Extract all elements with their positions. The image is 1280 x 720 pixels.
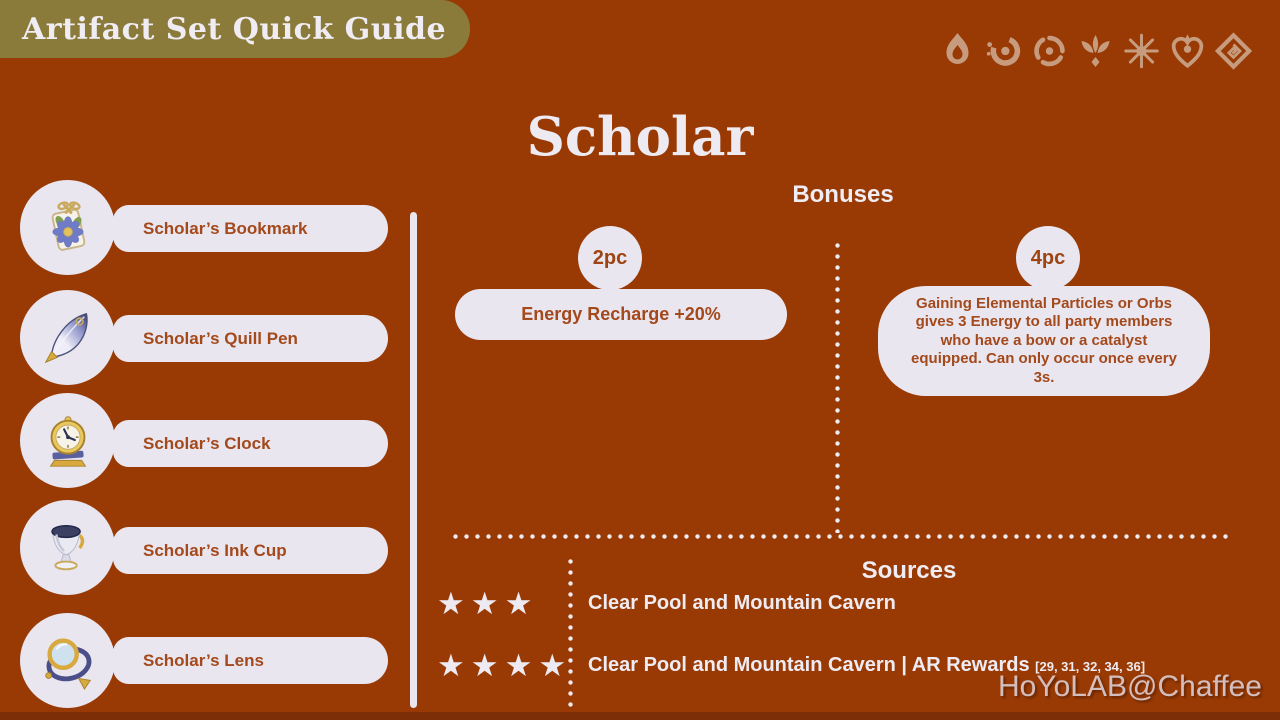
ink-cup-icon [50,524,84,570]
element-icons-row [939,30,1252,72]
artifact-icon-circle [20,180,115,275]
artifact-item-quill-pen[interactable]: Scholar’s Quill Pen [113,315,388,362]
artifact-item-lens[interactable]: Scholar’s Lens [113,637,388,684]
page-title: Artifact Set Quick Guide [22,11,447,47]
hydro-icon [986,36,1021,66]
source-detail: [29, 31, 32, 34, 36] [1035,659,1146,674]
two-piece-bonus-text: Energy Recharge +20% [455,289,787,340]
four-piece-bonus-text: Gaining Elemental Particles or Orbs give… [878,286,1210,396]
quill-pen-icon [44,312,88,363]
set-name-title: Scholar [526,106,754,168]
artifact-icon-circle [20,393,115,488]
sources-dotted-divider-horizontal [450,534,1232,539]
cryo-icon [1124,33,1159,69]
artifact-item-clock[interactable]: Scholar’s Clock [113,420,388,467]
bookmark-icon [51,200,85,251]
four-piece-badge: 4pc [1016,226,1080,290]
two-piece-badge: 2pc [578,226,642,290]
pyro-icon [946,33,969,64]
vertical-divider [410,212,417,708]
three-star-rating: ★★★ [437,586,539,622]
bonus-dotted-divider [835,240,840,533]
anemo-icon [1034,35,1065,67]
bottom-edge [0,712,1280,720]
artifact-label: Scholar’s Quill Pen [143,328,298,348]
artifact-item-bookmark[interactable]: Scholar’s Bookmark [113,205,388,252]
sources-heading: Sources [861,557,957,584]
artifact-label: Scholar’s Ink Cup [143,540,287,560]
geo-icon [1215,32,1252,70]
three-star-source: Clear Pool and Mountain Cavern [588,592,896,615]
source-text: Clear Pool and Mountain Cavern [588,592,896,614]
dendro-icon [1171,34,1204,69]
electro-icon [1081,35,1110,67]
artifact-label: Scholar’s Lens [143,650,264,670]
four-star-source: Clear Pool and Mountain Cavern | AR Rewa… [588,654,1278,677]
artifact-icon-circle [20,290,115,385]
artifact-label: Scholar’s Clock [143,433,271,453]
clock-icon [49,415,86,467]
lens-icon [44,637,91,690]
source-text: Clear Pool and Mountain Cavern | AR Rewa… [588,654,1036,676]
artifact-item-ink-cup[interactable]: Scholar’s Ink Cup [113,527,388,574]
bonuses-heading: Bonuses [792,181,894,208]
artifact-label: Scholar’s Bookmark [143,218,308,238]
sources-dotted-divider-vertical [568,556,573,720]
artifact-icon-circle [20,613,115,708]
header-banner: Artifact Set Quick Guide [0,0,470,58]
artifact-icon-circle [20,500,115,595]
watermark: HoYoLAB@Chaffee [998,670,1262,703]
four-star-rating: ★★★★ [437,648,573,684]
